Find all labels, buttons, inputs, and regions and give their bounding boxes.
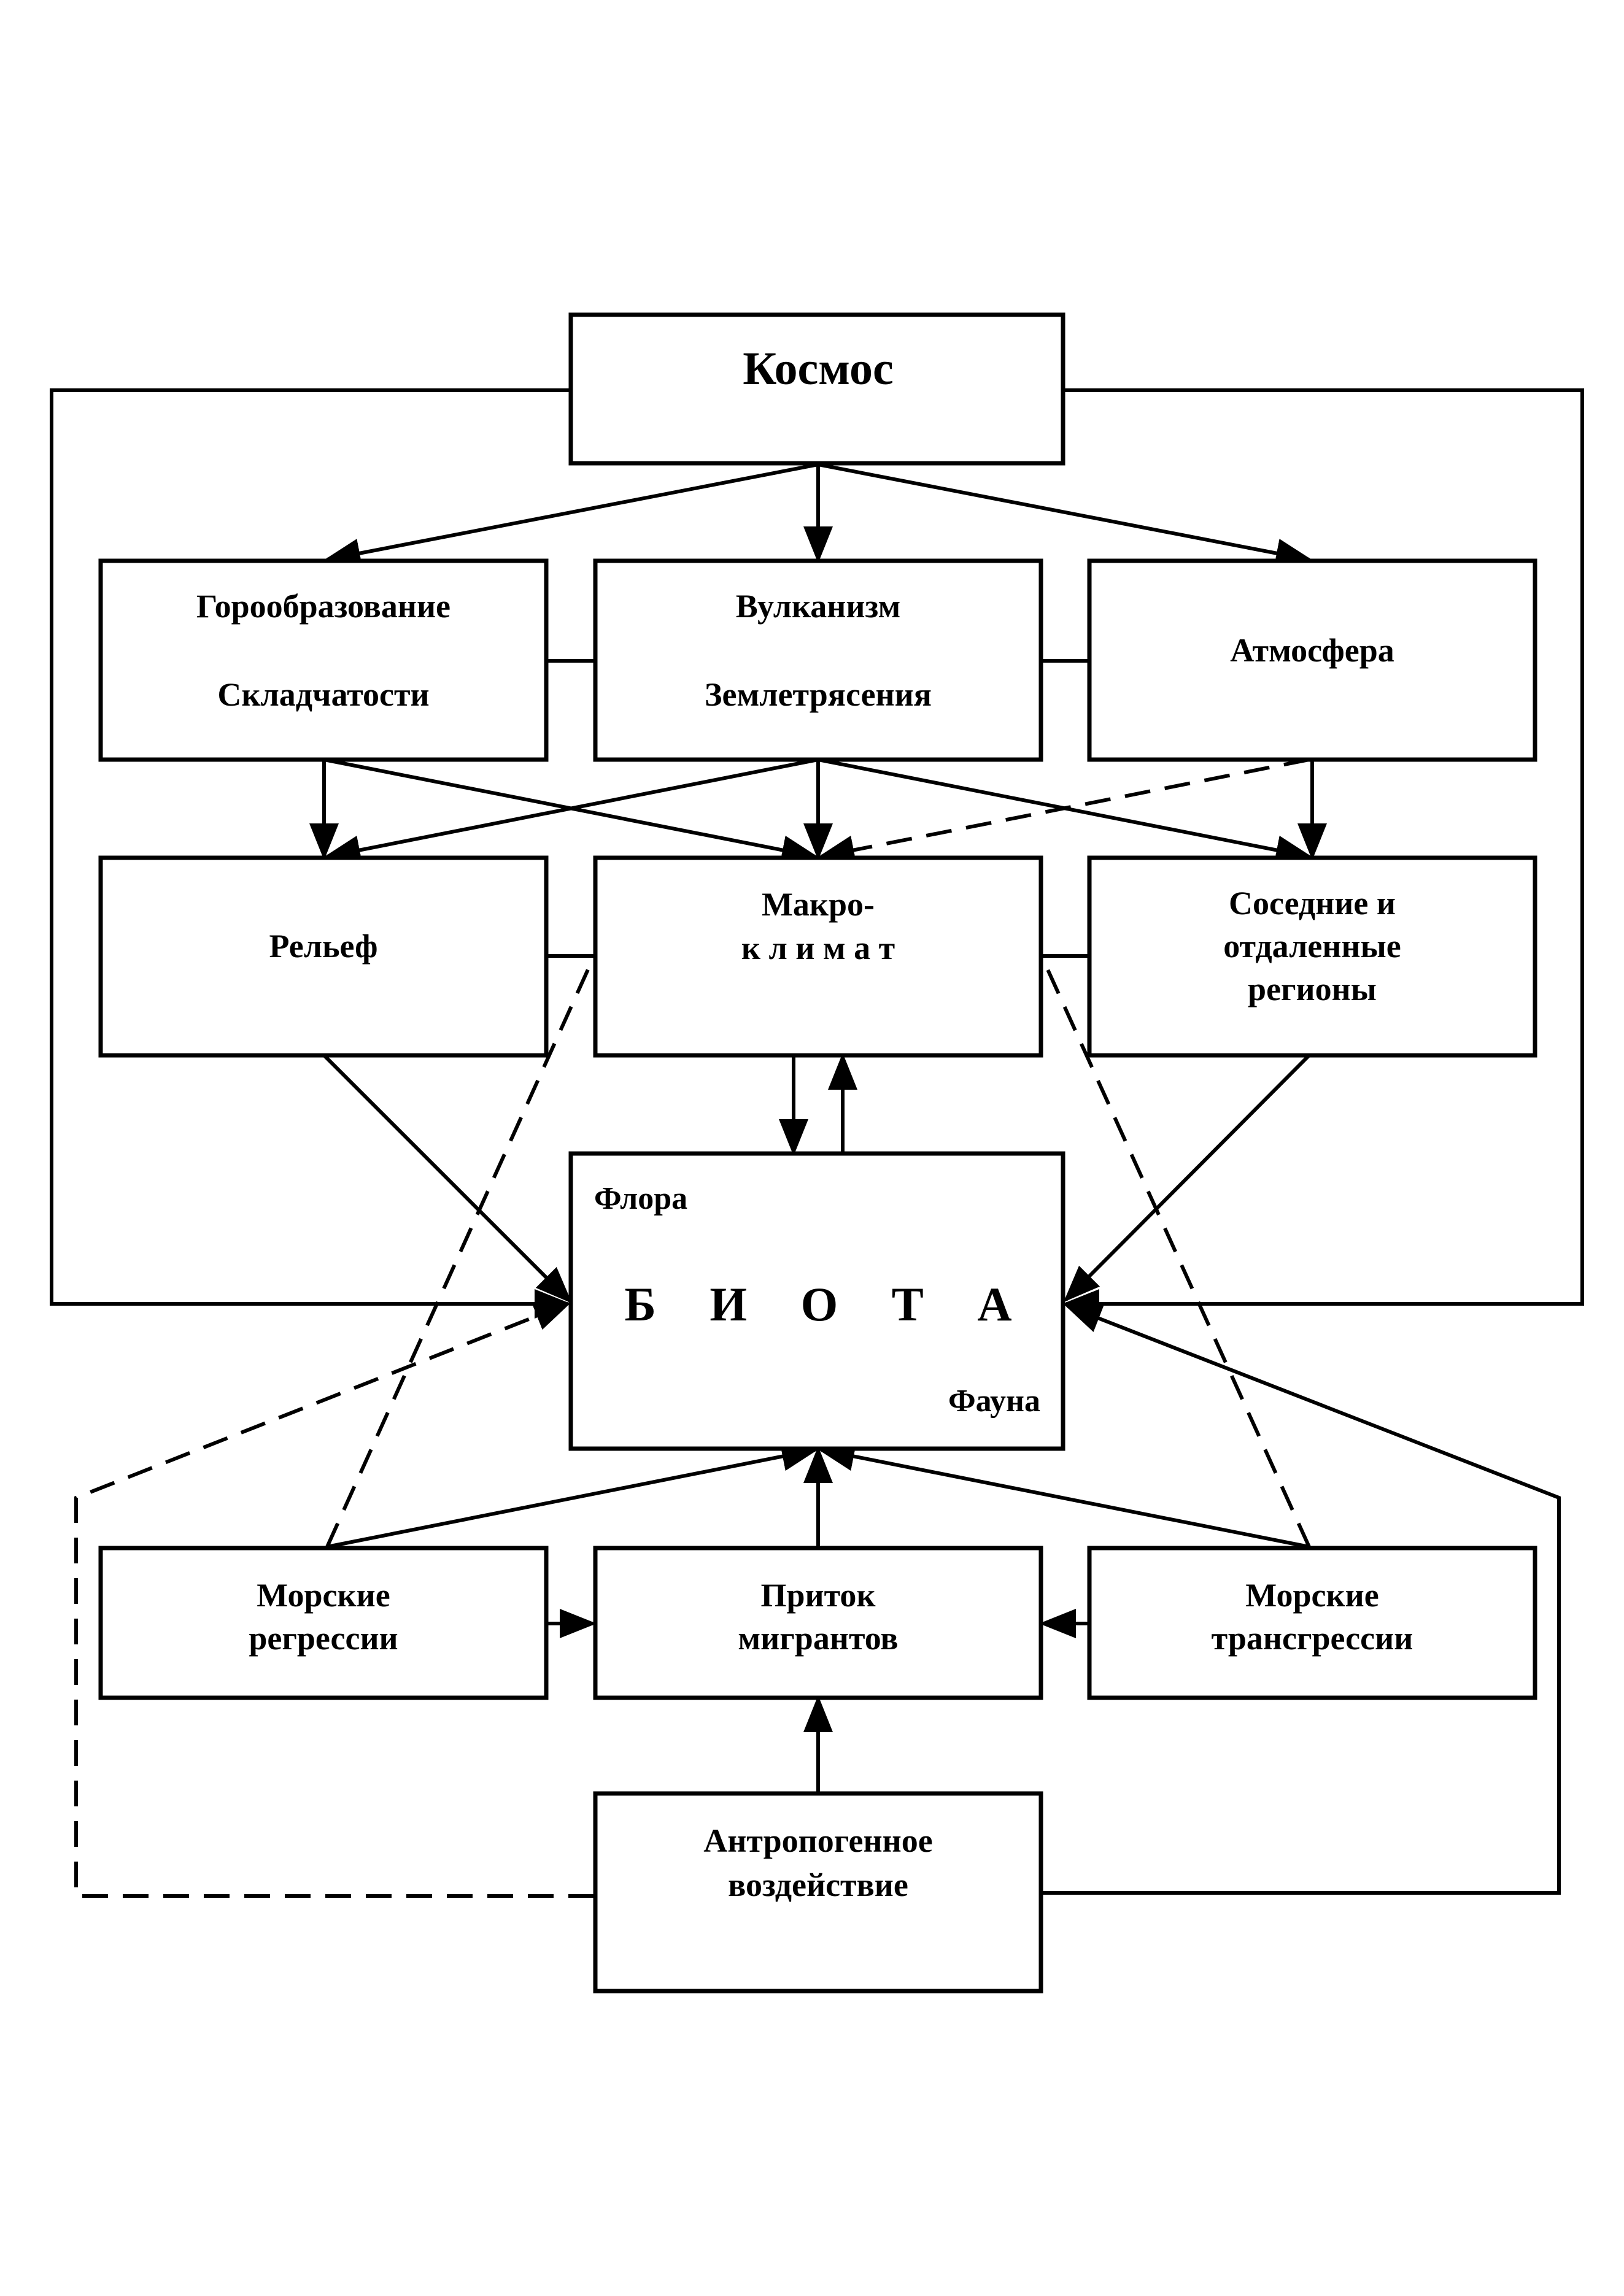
arrow-regiony-biota [1063, 1054, 1311, 1303]
atmosfera-label: Атмосфера [1230, 632, 1394, 669]
antropogen-line2: воздействие [728, 1866, 908, 1903]
connectors [50, 388, 1584, 1898]
goroobrazovanie-line1: Горообразование [196, 588, 450, 625]
relief-label: Рельеф [269, 928, 377, 965]
arrow-regressii-biota [327, 1441, 819, 1549]
antropogen-line1: Антропогенное [703, 1822, 932, 1859]
arrow-relief-biota [322, 1054, 573, 1304]
goroobrazovanie-line2: Складчатости [217, 676, 429, 713]
kosmos-right-frame [1062, 388, 1584, 1319]
migranty-line1: Приток [760, 1577, 876, 1614]
regressii-line2: регрессии [249, 1620, 398, 1657]
arrow-antropogen-biota [1042, 1304, 1561, 1895]
arrow-vulkanizm-relief [323, 758, 819, 865]
node-biota: Флора Б И О Т А Фауна [568, 1151, 1065, 1451]
node-atmosfera: Атмосфера [1087, 558, 1537, 762]
node-makroklimat: Макро- к л и м а т [593, 855, 1043, 1058]
dash-regressii-makroklimat [325, 955, 596, 1548]
migranty-line2: мигрантов [738, 1620, 898, 1657]
arrow-kosmos-atmosfera [818, 463, 1313, 568]
regiony-line2: отдаленные [1223, 928, 1401, 965]
arrow-kosmos-goroobrazovanie [323, 463, 819, 568]
node-regiony: Соседние и отдаленные регионы [1087, 855, 1537, 1058]
regiony-line1: Соседние и [1229, 885, 1396, 922]
makroklimat-line1: Макро- [762, 886, 875, 923]
transgressii-line1: Морские [1245, 1577, 1378, 1614]
node-kosmos: Космос [568, 312, 1065, 466]
arrow-transgressii-biota [818, 1441, 1310, 1549]
vulkanizm-line1: Вулканизм [736, 588, 901, 625]
regiony-line3: регионы [1248, 971, 1377, 1007]
regressii-line1: Морские [257, 1577, 390, 1614]
kosmos-label: Космос [743, 343, 894, 395]
transgressii-line2: трансгрессии [1212, 1620, 1413, 1657]
arrow-atmosfera-makroklimat [818, 758, 1310, 865]
node-migranty: Приток мигрантов [593, 1546, 1043, 1700]
node-goroobrazovanie: Горообразование Складчатости [98, 558, 549, 762]
dash-transgressii-makroklimat [1040, 955, 1311, 1548]
node-transgressii: Морские трансгрессии [1087, 1546, 1537, 1700]
dash-antropogen-biota [74, 1302, 594, 1898]
makroklimat-line2: к л и м а т [741, 930, 895, 966]
node-regressii: Морские регрессии [98, 1546, 549, 1700]
biota-fauna: Фауна [948, 1384, 1040, 1419]
node-vulkanizm: Вулканизм Землетрясения [593, 558, 1043, 762]
biota-flora: Флора [594, 1181, 687, 1216]
node-antropogen: Антропогенное воздействие [593, 1791, 1043, 1994]
vulkanizm-line2: Землетрясения [705, 676, 932, 713]
node-relief: Рельеф [98, 855, 549, 1058]
kosmos-left-frame [50, 388, 571, 1319]
biota-label: Б И О Т А [624, 1277, 1032, 1331]
